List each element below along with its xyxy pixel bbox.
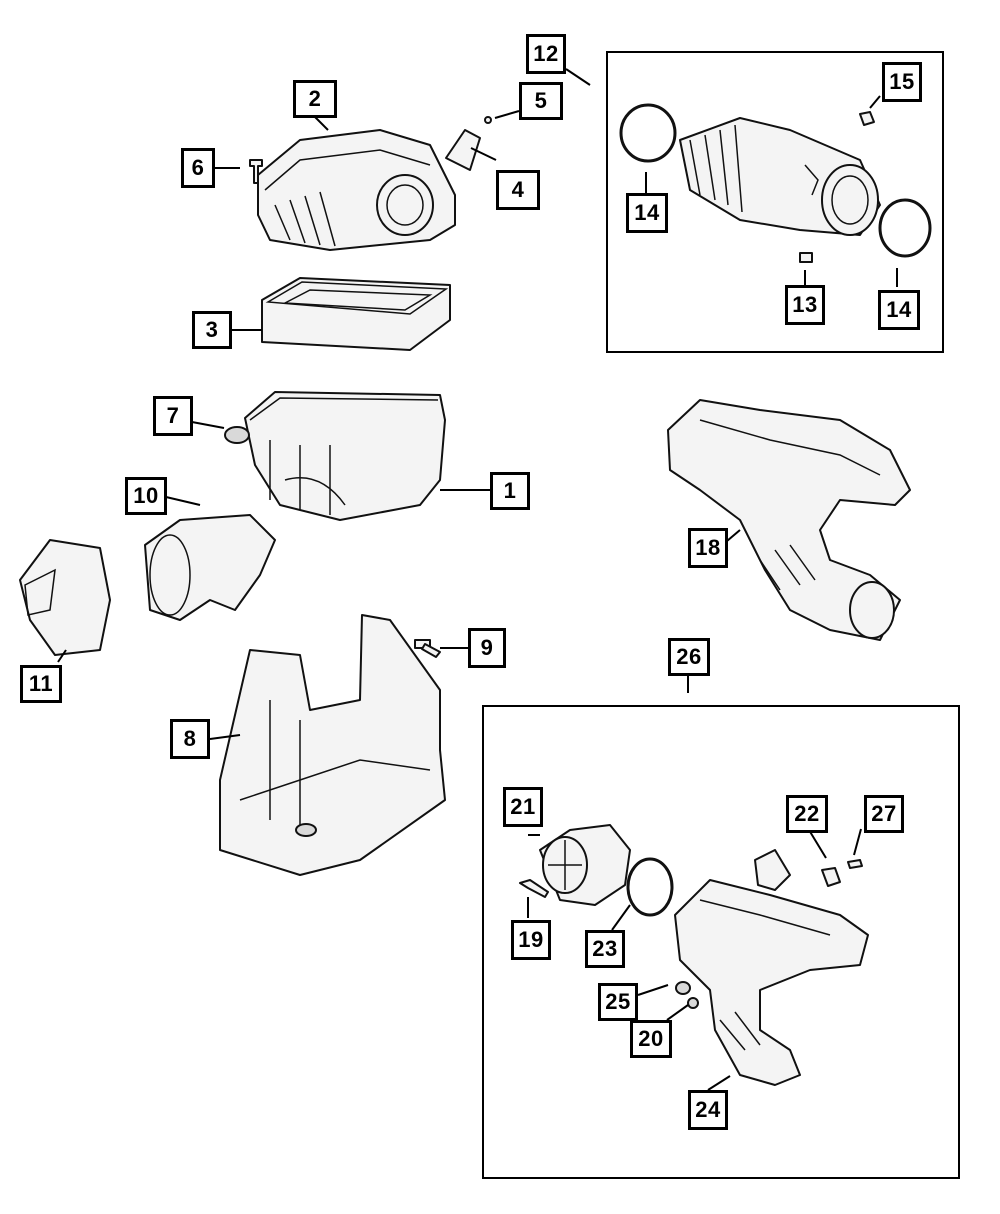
callout-22: 22 [786,795,828,833]
hose-clamp-14-left [619,103,677,163]
callout-10: 10 [125,477,167,515]
nut-25 [675,981,691,995]
callout-8: 8 [170,719,210,759]
nut-13 [799,252,813,263]
air-cleaner-housing [244,391,446,521]
callout-26: 26 [668,638,710,676]
bolt-19 [519,879,549,898]
callout-21: 21 [503,787,543,827]
callout-7: 7 [153,396,193,436]
mass-air-flow-sensor [445,116,492,171]
callout-27: 27 [864,795,904,833]
callout-12: 12 [526,34,566,74]
callout-9: 9 [468,628,506,668]
callout-20: 20 [630,1020,672,1058]
intake-manifold-24 [674,879,869,1086]
grommet-7 [224,426,250,444]
callout-11: 11 [20,665,62,703]
inset-frame-upper [606,51,944,353]
nut-15 [859,111,875,126]
bolt-6 [249,159,263,184]
hose-clamp-14-right [878,198,932,258]
throttle-body-21 [539,824,631,906]
air-inlet-duct-10 [144,514,276,621]
air-filter [261,277,451,351]
nut-20 [687,997,699,1009]
gasket-23 [626,857,674,917]
callout-1: 1 [490,472,530,510]
callout-23: 23 [585,930,625,968]
callout-19: 19 [511,920,551,960]
air-scoop-11 [19,539,111,656]
air-hose-12 [679,117,881,236]
intake-manifold-18 [667,399,911,641]
air-cleaner-tray-8 [219,614,446,876]
callout-24: 24 [688,1090,728,1130]
bolt-9 [414,639,441,658]
callout-2: 2 [293,80,337,118]
callout-14-right: 14 [878,290,920,330]
callout-25: 25 [598,983,638,1021]
air-cleaner-cover [257,129,456,251]
leader-lines [57,68,898,1091]
callout-6: 6 [181,148,215,188]
callout-5: 5 [519,82,563,120]
callout-15: 15 [882,62,922,102]
callout-14-left: 14 [626,193,668,233]
inset-frame-lower [482,705,960,1179]
callout-13: 13 [785,285,825,325]
screw-27 [847,859,863,869]
callout-4: 4 [496,170,540,210]
callout-18: 18 [688,528,728,568]
callout-3: 3 [192,311,232,349]
sensor-22 [754,849,841,891]
